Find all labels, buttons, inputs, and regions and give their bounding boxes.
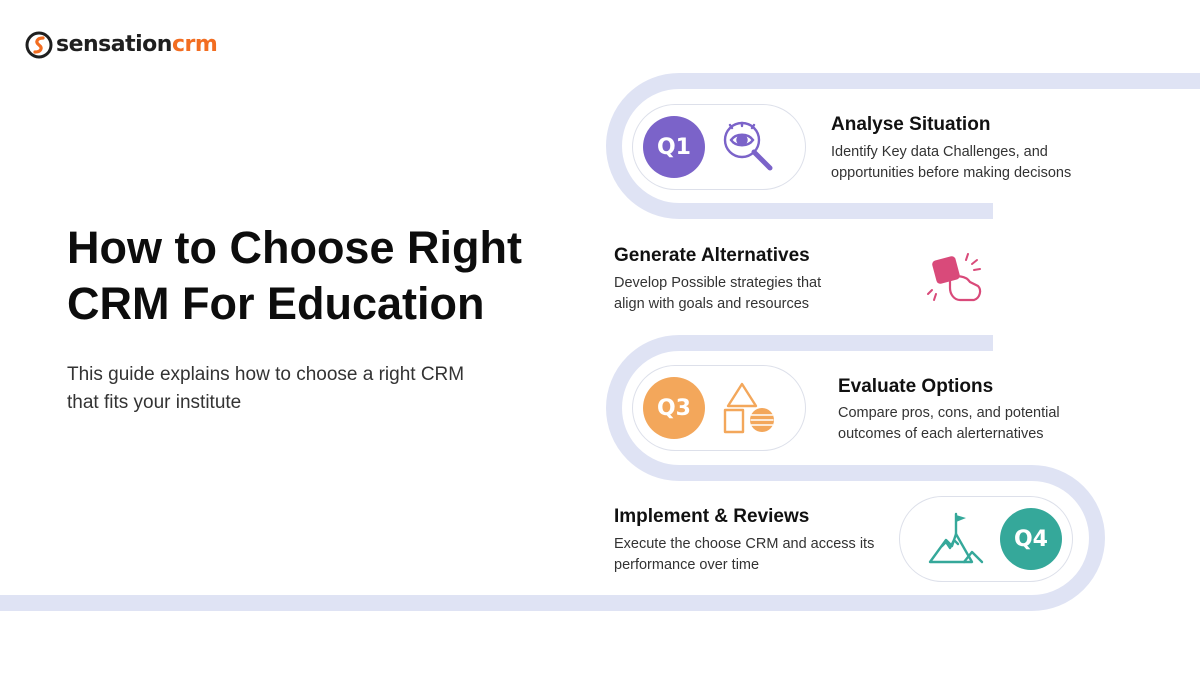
page-subtitle: This guide explains how to choose a righ…	[67, 364, 465, 413]
step-1-badge: Q1	[643, 116, 705, 178]
brand-name-part2: crm	[171, 32, 218, 57]
step-1-desc: Identify Key data Challenges, and opport…	[831, 144, 1072, 181]
step-3-desc: Compare pros, cons, and potential outcom…	[838, 405, 1060, 442]
step-3-badge: Q3	[643, 377, 705, 439]
step-1-title: Analyse Situation	[831, 114, 991, 135]
brand-logo[interactable]: sensationcrm	[24, 30, 218, 60]
mountain-flag-icon	[928, 512, 984, 564]
step-2-title: Generate Alternatives	[614, 245, 810, 266]
step-4-desc: Execute the choose CRM and access its pe…	[614, 536, 875, 573]
puzzle-hand-icon	[927, 253, 982, 302]
shapes-icon	[723, 382, 774, 434]
step-4-title: Implement & Reviews	[614, 506, 810, 527]
brand-name: sensationcrm	[56, 30, 218, 60]
step-4-badge: Q4	[1000, 508, 1062, 570]
brand-name-part1: sensation	[56, 32, 172, 57]
page-title: How to Choose Right CRM For Education	[67, 222, 522, 329]
step-3-title: Evaluate Options	[838, 376, 994, 397]
step-2-desc: Develop Possible strategies that align w…	[614, 275, 822, 312]
eye-magnifier-icon	[723, 121, 773, 171]
logo-mark-icon	[25, 31, 53, 59]
